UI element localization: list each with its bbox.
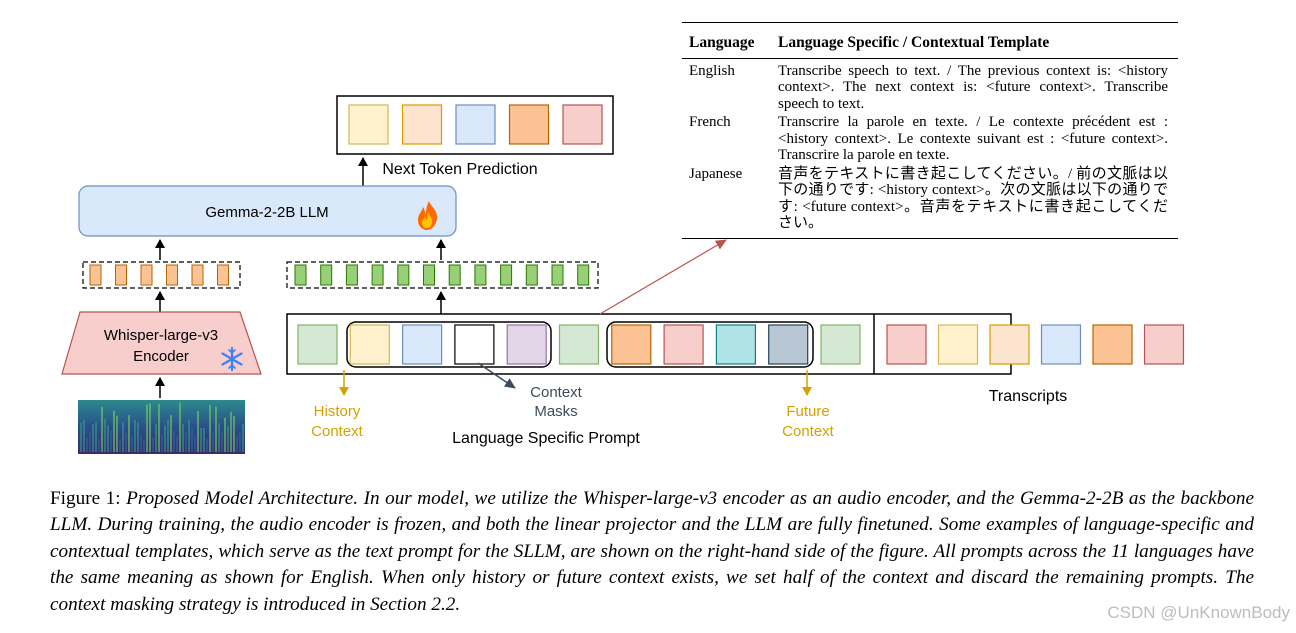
embedding-token — [320, 264, 333, 286]
future-context-line1: Future — [786, 403, 829, 420]
encoder-box — [61, 311, 262, 375]
future-context-group — [606, 321, 814, 368]
token-square — [348, 104, 389, 145]
embedding-token — [448, 264, 461, 286]
embedding-token — [345, 264, 358, 286]
encoder-label-line2: Encoder — [133, 348, 189, 365]
prompt-tokens — [297, 324, 861, 365]
table-row: English Transcribe speech to text. / The… — [682, 59, 1178, 113]
arrow-context-masks — [477, 362, 516, 389]
token-square — [562, 104, 603, 145]
embedding-token — [140, 264, 153, 286]
caption-label: Figure 1: — [50, 488, 121, 509]
token-square — [401, 104, 443, 145]
token-square — [297, 324, 338, 365]
row-language-japanese: Japanese — [689, 165, 743, 182]
history-context-line1: History — [314, 403, 361, 420]
fire-icon — [418, 201, 438, 230]
table-top-rule — [682, 22, 1178, 23]
token-square — [558, 324, 600, 365]
context-masks-line2: Masks — [534, 403, 577, 420]
token-square — [611, 324, 652, 365]
row-template-japanese: 音声をテキストに書き起こしてください。/ 前の文脈は以下の通りです: <hist… — [778, 165, 1168, 232]
caption-text: Proposed Model Architecture. In our mode… — [50, 488, 1254, 615]
embedding-token — [89, 264, 102, 286]
token-square — [349, 324, 390, 365]
token-square — [506, 324, 547, 365]
history-context-group — [346, 321, 552, 368]
text-embedding-tokens — [294, 264, 590, 286]
embedding-token — [371, 264, 384, 286]
embedding-token — [423, 264, 435, 286]
llm-label: Gemma-2-2B LLM — [205, 204, 328, 221]
header-language: Language — [689, 34, 755, 51]
table-row: Japanese 音声をテキストに書き起こしてください。/ 前の文脈は以下の通り… — [682, 164, 1178, 232]
embedding-token — [577, 264, 590, 286]
token-square — [937, 324, 979, 365]
table-header: Language Language Specific / Contextual … — [682, 23, 1178, 59]
token-square — [820, 324, 861, 365]
arrow-prompt-to-table — [599, 239, 727, 315]
token-square — [508, 104, 550, 145]
header-template: Language Specific / Contextual Template — [778, 34, 1050, 51]
row-template-english: Transcribe speech to text. / The previou… — [778, 62, 1168, 112]
token-square — [768, 324, 809, 365]
embedding-token — [217, 264, 229, 286]
history-context-line2: Context — [311, 423, 364, 440]
figure-caption: Figure 1: Proposed Model Architecture. I… — [50, 486, 1254, 618]
embedding-token — [500, 264, 513, 286]
embedding-token — [397, 264, 410, 286]
template-table: Language Language Specific / Contextual … — [682, 22, 1178, 239]
transcripts-label: Transcripts — [989, 388, 1068, 405]
token-square — [989, 324, 1030, 365]
output-tokens — [348, 104, 603, 145]
embedding-token — [551, 264, 564, 286]
token-square — [886, 324, 927, 365]
architecture-diagram: Next Token Prediction Gemma-2-2B LLM Whi… — [61, 95, 1185, 454]
row-language-english: English — [689, 62, 735, 79]
audio-embedding-tokens — [89, 264, 229, 286]
context-masks-line1: Context — [530, 384, 583, 401]
embedding-token — [525, 264, 538, 286]
table-bottom-rule — [682, 232, 1178, 239]
token-square — [455, 104, 496, 145]
audio-embedding-box — [82, 261, 241, 289]
encoder-label-line1: Whisper-large-v3 — [104, 327, 218, 344]
token-square — [1040, 324, 1082, 365]
token-square — [715, 324, 757, 365]
token-square — [663, 324, 704, 365]
text-embedding-box — [286, 261, 599, 289]
token-square — [402, 324, 443, 365]
llm-box — [78, 185, 457, 237]
row-language-french: French — [689, 114, 731, 130]
embedding-token — [474, 264, 487, 286]
transcript-tokens — [886, 324, 1185, 365]
future-context-line2: Context — [782, 423, 835, 440]
token-square — [454, 324, 495, 365]
table-row: French Transcrire la parole en texte. / … — [682, 112, 1178, 164]
watermark: CSDN @UnKnownBody — [1107, 603, 1290, 622]
row-template-french: Transcrire la parole en texte. / Le cont… — [778, 114, 1168, 163]
snowflake-icon — [221, 346, 243, 372]
token-square — [1143, 324, 1185, 365]
embedding-token — [191, 264, 204, 286]
language-specific-prompt-label: Language Specific Prompt — [452, 430, 640, 447]
next-token-prediction-label: Next Token Prediction — [382, 161, 537, 178]
token-square — [1092, 324, 1133, 365]
spectrogram-image — [78, 400, 245, 454]
embedding-token — [294, 264, 307, 286]
embedding-token — [115, 264, 127, 286]
embedding-token — [166, 264, 178, 286]
